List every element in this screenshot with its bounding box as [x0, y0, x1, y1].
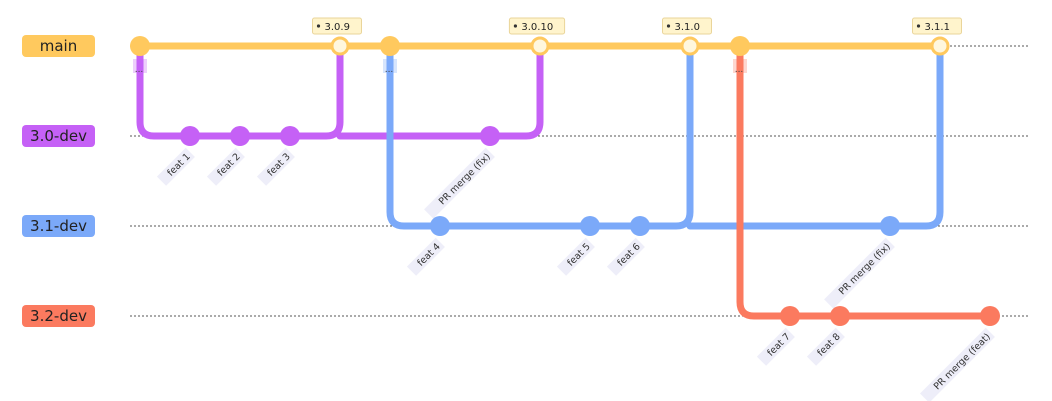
commit-main [380, 36, 400, 56]
branch-line-3-0-dev-a [136, 42, 344, 140]
dev32-commit-label: feat 7 [756, 327, 795, 366]
dev32-commit-label: PR merge (feat) [919, 327, 995, 401]
dev30-commit-label: feat 2 [206, 147, 245, 186]
merge-commit-main [330, 36, 350, 56]
commit-label-text: PR merge (fix) [837, 241, 893, 297]
dev31-commit-label: PR merge (fix) [824, 237, 895, 309]
branch-point-dots: ... [385, 65, 394, 75]
branch-line-3-0-dev-b [336, 42, 544, 140]
dev31-commit [430, 216, 450, 236]
dev30-commit [480, 126, 500, 146]
branch-point-marker [733, 59, 747, 73]
branch-line-3-1-dev-b [686, 42, 944, 230]
commit-label-bg [556, 237, 595, 276]
dev31-commit-label: feat 5 [556, 237, 595, 276]
tag-hole [316, 24, 321, 28]
dev30-commit-label: feat 1 [156, 147, 195, 186]
tag-label: 3.1.0 [675, 22, 700, 33]
branch-label-3-2-dev: 3.2-dev [22, 305, 95, 327]
commit-label-bg [206, 147, 245, 186]
tag-hole [916, 24, 921, 28]
tag-box [312, 17, 362, 35]
dev30-commit [180, 126, 200, 146]
dev32-commit [780, 306, 800, 326]
tag-label: 3.0.10 [521, 22, 553, 33]
dev30-commit [230, 126, 250, 146]
commit-label-bg [156, 147, 195, 186]
commit-label-text: PR merge (fix) [437, 151, 493, 207]
commit-label-bg [424, 147, 495, 219]
tag-3-1-0: 3.1.0 [662, 17, 712, 35]
branch-point-dots: ... [135, 65, 144, 75]
dev32-commit-label: feat 8 [806, 327, 845, 366]
dev30-commit [280, 126, 300, 146]
tag-3-0-10: 3.0.10 [508, 17, 566, 35]
commit-label-bg [756, 327, 795, 366]
merge-commit-main [680, 36, 700, 56]
branch-point-marker [383, 59, 397, 73]
dev30-commit-label: feat 3 [256, 147, 295, 186]
dev31-commit [580, 216, 600, 236]
dev32-commit [980, 306, 1000, 326]
dev31-commit-label: feat 6 [606, 237, 645, 276]
branch-point-dots: ... [735, 65, 744, 75]
commit-label-bg [824, 237, 895, 309]
tag-hole [666, 24, 671, 28]
branch-label-3-0-dev: 3.0-dev [22, 125, 95, 147]
branch-label-3-1-dev: 3.1-dev [22, 215, 95, 237]
merge-commit-main [930, 36, 950, 56]
dev31-commit [630, 216, 650, 236]
commit-main [130, 36, 150, 56]
commit-label-text: PR merge (feat) [932, 331, 993, 392]
tag-3-1-1: 3.1.1 [912, 17, 962, 35]
commit-label-bg [406, 237, 445, 276]
dev30-commit-label: PR merge (fix) [424, 147, 495, 219]
tag-hole [513, 24, 518, 28]
commit-main [730, 36, 750, 56]
commit-label-bg [606, 237, 645, 276]
branch-point-marker [133, 59, 147, 73]
commit-label-bg [919, 327, 995, 401]
dev31-commit-label: feat 4 [406, 237, 445, 276]
tag-box [662, 17, 712, 35]
tag-label: 3.0.9 [325, 22, 350, 33]
branch-label-main: main [22, 35, 95, 57]
branch-line-3-1-dev-a [386, 42, 694, 230]
dev32-commit [830, 306, 850, 326]
branch-line-3-2-dev [736, 42, 994, 320]
tag-box [508, 17, 566, 35]
commit-label-bg [806, 327, 845, 366]
tag-box [912, 17, 962, 35]
commit-label-bg [256, 147, 295, 186]
dev31-commit [880, 216, 900, 236]
tag-label: 3.1.1 [925, 22, 950, 33]
merge-commit-main [530, 36, 550, 56]
tag-3-0-9: 3.0.9 [312, 17, 362, 35]
